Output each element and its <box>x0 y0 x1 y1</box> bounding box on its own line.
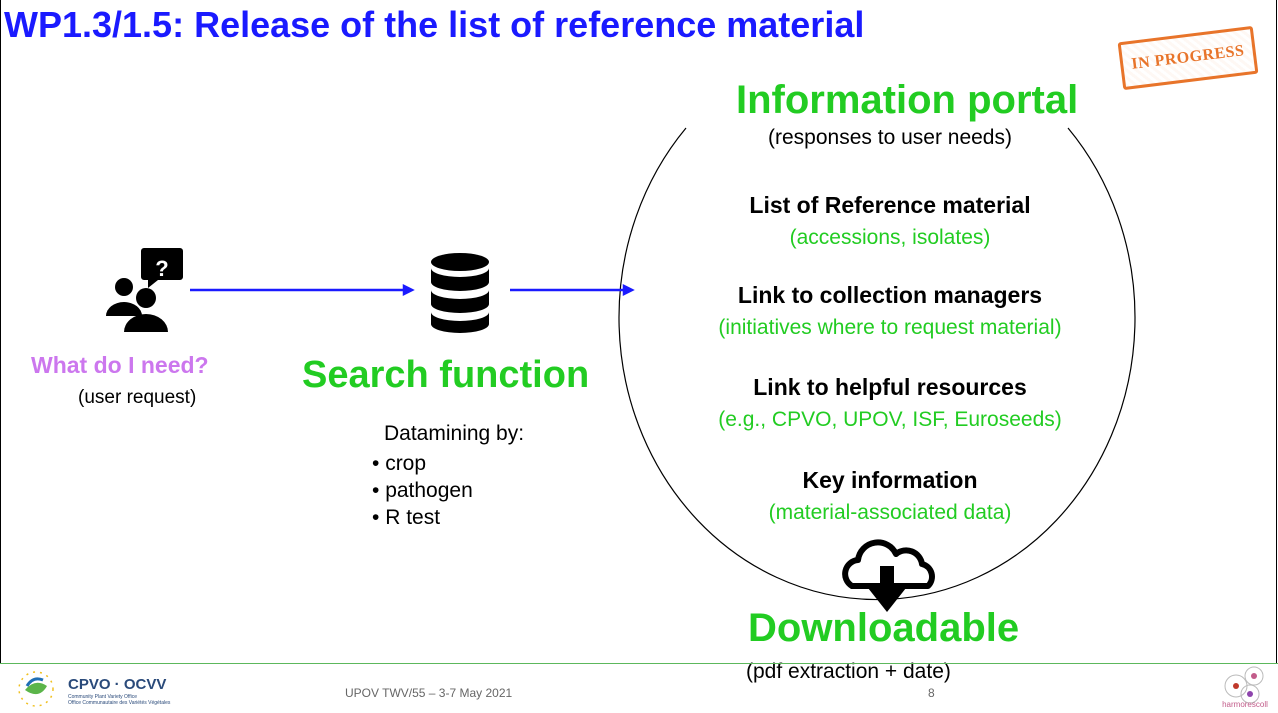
cpvo-logo-text: CPVO · OCVV <box>68 676 167 693</box>
portal-item-sub: (e.g., CPVO, UPOV, ISF, Euroseeds) <box>718 408 1062 431</box>
user-need-subtitle: (user request) <box>78 387 197 408</box>
page-number: 8 <box>928 686 935 700</box>
arrow-user-to-search <box>190 283 415 297</box>
svg-text:?: ? <box>155 256 168 281</box>
portal-subtitle: (responses to user needs) <box>768 126 1012 149</box>
portal-title: Information portal <box>736 78 1079 122</box>
portal-item-heading: List of Reference material <box>749 192 1031 218</box>
harmorescoll-logo <box>1224 666 1264 704</box>
portal-item-sub: (material-associated data) <box>768 501 1012 524</box>
portal-item-heading: Link to helpful resources <box>753 374 1027 400</box>
slide-title: WP1.3/1.5: Release of the list of refere… <box>4 4 865 45</box>
portal-item-sub: (initiatives where to request material) <box>718 316 1062 339</box>
harmorescoll-logo-text: harmorescoll <box>1222 700 1268 709</box>
slide-border-left <box>0 0 1 663</box>
cpvo-logo-subtext-line: Community Plant Variety Office <box>68 694 138 700</box>
portal-item-heading: Key information <box>802 467 978 493</box>
cpvo-logo-subtext-line: Office Communautaire des Variétés Végéta… <box>68 700 171 706</box>
arrow-search-to-portal <box>510 283 635 297</box>
user-need-label: What do I need? <box>31 352 209 378</box>
footer-divider <box>0 663 1278 664</box>
search-function-label: Search function <box>302 354 590 396</box>
cpvo-logo <box>18 671 54 707</box>
list-item: R test <box>372 504 473 531</box>
cpvo-logo-subtext: Community Plant Variety Office Office Co… <box>68 694 170 706</box>
slide-border-right <box>1276 0 1277 663</box>
cloud-download-icon <box>842 539 935 612</box>
list-item: pathogen <box>372 477 473 504</box>
portal-item-sub: (accessions, isolates) <box>789 226 991 249</box>
list-item: crop <box>372 450 473 477</box>
datamining-criteria-list: crop pathogen R test <box>372 450 473 531</box>
footer-event-text: UPOV TWV/55 – 3-7 May 2021 <box>345 686 513 700</box>
database-icon <box>431 253 489 333</box>
portal-ellipse <box>618 127 1136 601</box>
downloadable-label: Downloadable <box>748 606 1020 650</box>
portal-item-heading: Link to collection managers <box>737 282 1043 308</box>
downloadable-subtitle: (pdf extraction + date) <box>746 660 951 683</box>
datamining-title: Datamining by: <box>384 422 525 445</box>
user-question-icon: ? <box>106 248 183 332</box>
